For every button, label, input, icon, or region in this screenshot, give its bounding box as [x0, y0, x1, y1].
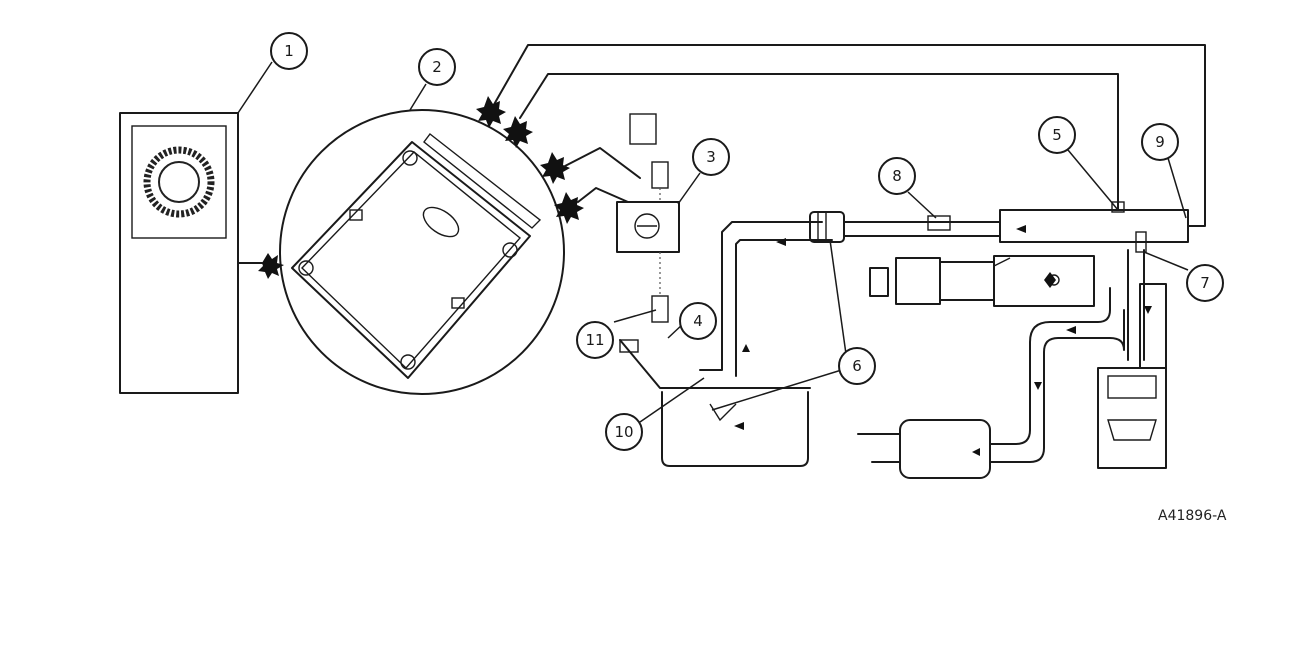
svg-text:1: 1	[284, 42, 294, 60]
fitting-6	[809, 211, 845, 243]
svg-text:6: 6	[852, 357, 862, 375]
connector-burst-icons	[258, 96, 584, 279]
sensor-box	[616, 201, 680, 253]
callout-11: 11	[576, 321, 614, 359]
flow-arrow-icons	[734, 225, 1152, 456]
control-cabinet	[119, 112, 239, 394]
switch-symbols	[629, 113, 669, 323]
callout-8: 8	[878, 157, 916, 195]
callout-5: 5	[1038, 116, 1076, 154]
return-line	[735, 239, 833, 377]
pump-assembly	[869, 255, 1095, 307]
fitting-8	[927, 215, 951, 231]
control-module	[291, 141, 531, 379]
callout-2: 2	[418, 48, 456, 86]
filter-canister	[857, 419, 991, 479]
callout-1: 1	[270, 32, 308, 70]
outer-harness-wire	[491, 44, 1206, 227]
svg-text:2: 2	[432, 58, 442, 76]
callout-10: 10	[605, 413, 643, 451]
figure-code: A41896-A	[1158, 508, 1227, 524]
tank-feed-line	[619, 339, 811, 389]
svg-text:5: 5	[1052, 126, 1062, 144]
bracket-11	[619, 339, 639, 353]
supply-line	[699, 221, 823, 371]
callout-leaders	[237, 61, 1189, 423]
hose-outer	[989, 287, 1111, 445]
callout-9: 9	[1141, 123, 1179, 161]
svg-text:7: 7	[1200, 274, 1210, 292]
hose-inner	[989, 309, 1125, 463]
svg-text:9: 9	[1155, 133, 1165, 151]
callout-3: 3	[692, 138, 730, 176]
callout-6: 6	[838, 347, 876, 385]
reservoir-unit	[1097, 283, 1167, 469]
sensor-wire-2	[577, 187, 629, 203]
svg-text:4: 4	[693, 312, 703, 330]
svg-text:11: 11	[585, 331, 604, 349]
svg-text:3: 3	[706, 148, 716, 166]
inner-harness-wire	[519, 73, 1119, 211]
svg-text:8: 8	[892, 167, 902, 185]
sensor-wire-1	[564, 147, 641, 179]
callout-4: 4	[679, 302, 717, 340]
actuator-cylinder	[999, 201, 1189, 253]
detail-view-circle	[279, 109, 565, 395]
callout-7: 7	[1186, 264, 1224, 302]
svg-text:10: 10	[614, 423, 633, 441]
